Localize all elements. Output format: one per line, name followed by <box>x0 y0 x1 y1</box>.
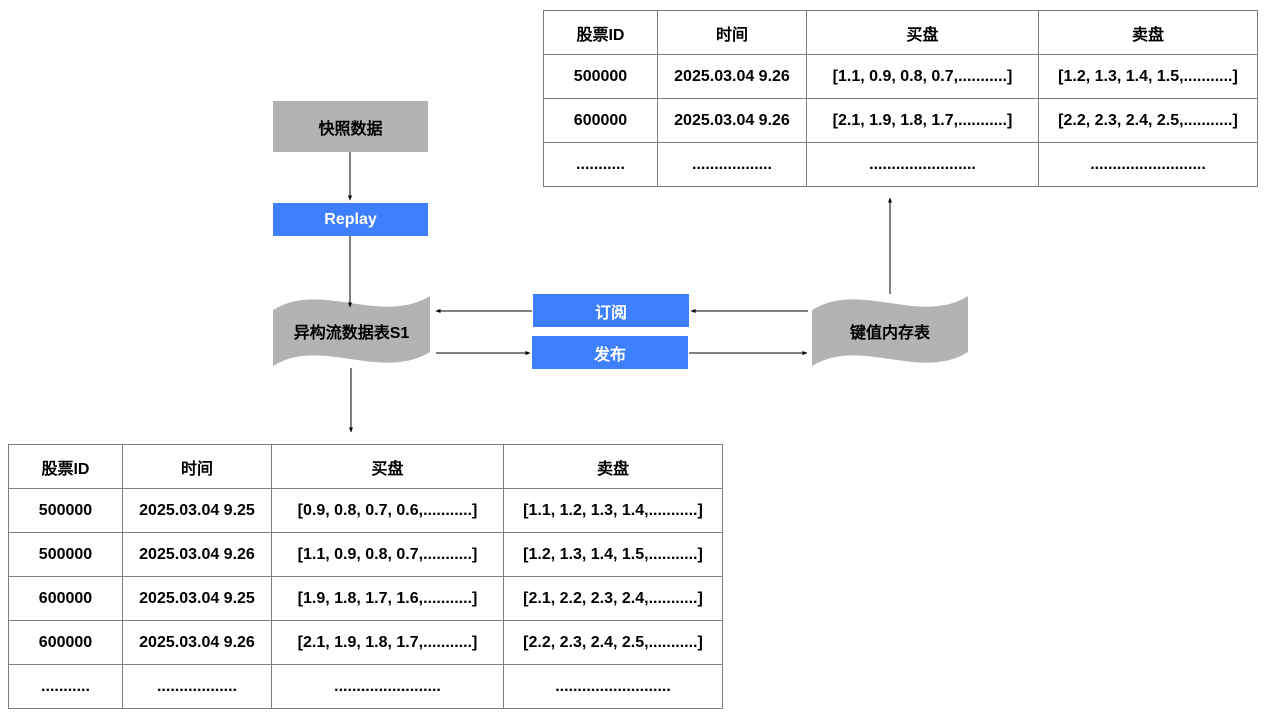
stream-table-node: 异构流数据表S1 <box>273 310 430 352</box>
table-cell: 600000 <box>8 620 123 665</box>
header-cell: 买盘 <box>806 10 1039 55</box>
table-cell: 600000 <box>8 576 123 621</box>
table-cell: [2.2, 2.3, 2.4, 2.5,...........] <box>503 620 723 665</box>
kv-table-label: 键值内存表 <box>849 325 930 342</box>
table-header-row: 股票ID 时间 买盘 卖盘 <box>543 10 1258 55</box>
subscribe-label: 订阅 <box>594 304 627 322</box>
table-row: 600000 2025.03.04 9.25 [1.9, 1.8, 1.7, 1… <box>8 576 723 621</box>
table-cell: 2025.03.04 9.26 <box>122 620 272 665</box>
replay-label: Replay <box>324 210 377 228</box>
subscribe-node: 订阅 <box>533 294 689 327</box>
table-row: 600000 2025.03.04 9.26 [2.1, 1.9, 1.8, 1… <box>8 620 723 665</box>
kv-table-node: 键值内存表 <box>812 310 968 352</box>
header-cell: 卖盘 <box>503 444 723 489</box>
table-cell: [1.1, 1.2, 1.3, 1.4,...........] <box>503 488 723 533</box>
table-cell: .................. <box>122 664 272 709</box>
table-cell: 500000 <box>8 488 123 533</box>
table-cell: 600000 <box>543 98 658 143</box>
table-cell: ........................ <box>806 142 1039 187</box>
header-cell: 股票ID <box>8 444 123 489</box>
header-cell: 股票ID <box>543 10 658 55</box>
stream-table-label: 异构流数据表S1 <box>293 325 410 342</box>
table-cell: .................. <box>657 142 807 187</box>
table-cell: ........... <box>543 142 658 187</box>
kv-result-table: 股票ID 时间 买盘 卖盘 500000 2025.03.04 9.26 [1.… <box>543 10 1258 187</box>
table-cell: ........... <box>8 664 123 709</box>
table-cell: [0.9, 0.8, 0.7, 0.6,...........] <box>271 488 504 533</box>
header-cell: 卖盘 <box>1038 10 1258 55</box>
table-cell: 2025.03.04 9.25 <box>122 576 272 621</box>
snapshot-label: 快照数据 <box>318 120 383 138</box>
table-cell: 2025.03.04 9.26 <box>122 532 272 577</box>
table-row: ........... .................. .........… <box>8 664 723 709</box>
replay-node: Replay <box>273 203 428 236</box>
table-cell: [2.1, 1.9, 1.8, 1.7,...........] <box>271 620 504 665</box>
table-cell: [1.2, 1.3, 1.4, 1.5,...........] <box>1038 54 1258 99</box>
snapshot-node: 快照数据 <box>273 101 428 152</box>
publish-node: 发布 <box>532 336 688 369</box>
header-cell: 买盘 <box>271 444 504 489</box>
table-cell: 500000 <box>8 532 123 577</box>
table-cell: [1.1, 0.9, 0.8, 0.7,...........] <box>806 54 1039 99</box>
table-cell: 2025.03.04 9.25 <box>122 488 272 533</box>
stream-result-table: 股票ID 时间 买盘 卖盘 500000 2025.03.04 9.25 [0.… <box>8 444 723 709</box>
table-cell: .......................... <box>503 664 723 709</box>
table-cell: [2.1, 2.2, 2.3, 2.4,...........] <box>503 576 723 621</box>
table-cell: [1.2, 1.3, 1.4, 1.5,...........] <box>503 532 723 577</box>
stream-table-wave-shape <box>273 296 430 366</box>
table-row: 600000 2025.03.04 9.26 [2.1, 1.9, 1.8, 1… <box>543 98 1258 143</box>
table-cell: [1.9, 1.8, 1.7, 1.6,...........] <box>271 576 504 621</box>
table-cell: [2.1, 1.9, 1.8, 1.7,...........] <box>806 98 1039 143</box>
table-cell: ........................ <box>271 664 504 709</box>
table-row: ........... .................. .........… <box>543 142 1258 187</box>
header-cell: 时间 <box>657 10 807 55</box>
table-cell: .......................... <box>1038 142 1258 187</box>
table-row: 500000 2025.03.04 9.26 [1.1, 0.9, 0.8, 0… <box>8 532 723 577</box>
table-cell: 2025.03.04 9.26 <box>657 54 807 99</box>
table-cell: [1.1, 0.9, 0.8, 0.7,...........] <box>271 532 504 577</box>
table-cell: 2025.03.04 9.26 <box>657 98 807 143</box>
table-cell: [2.2, 2.3, 2.4, 2.5,...........] <box>1038 98 1258 143</box>
kv-table-wave-shape <box>812 296 968 366</box>
publish-label: 发布 <box>593 346 626 364</box>
table-cell: 500000 <box>543 54 658 99</box>
table-row: 500000 2025.03.04 9.25 [0.9, 0.8, 0.7, 0… <box>8 488 723 533</box>
table-header-row: 股票ID 时间 买盘 卖盘 <box>8 444 723 489</box>
header-cell: 时间 <box>122 444 272 489</box>
table-row: 500000 2025.03.04 9.26 [1.1, 0.9, 0.8, 0… <box>543 54 1258 99</box>
